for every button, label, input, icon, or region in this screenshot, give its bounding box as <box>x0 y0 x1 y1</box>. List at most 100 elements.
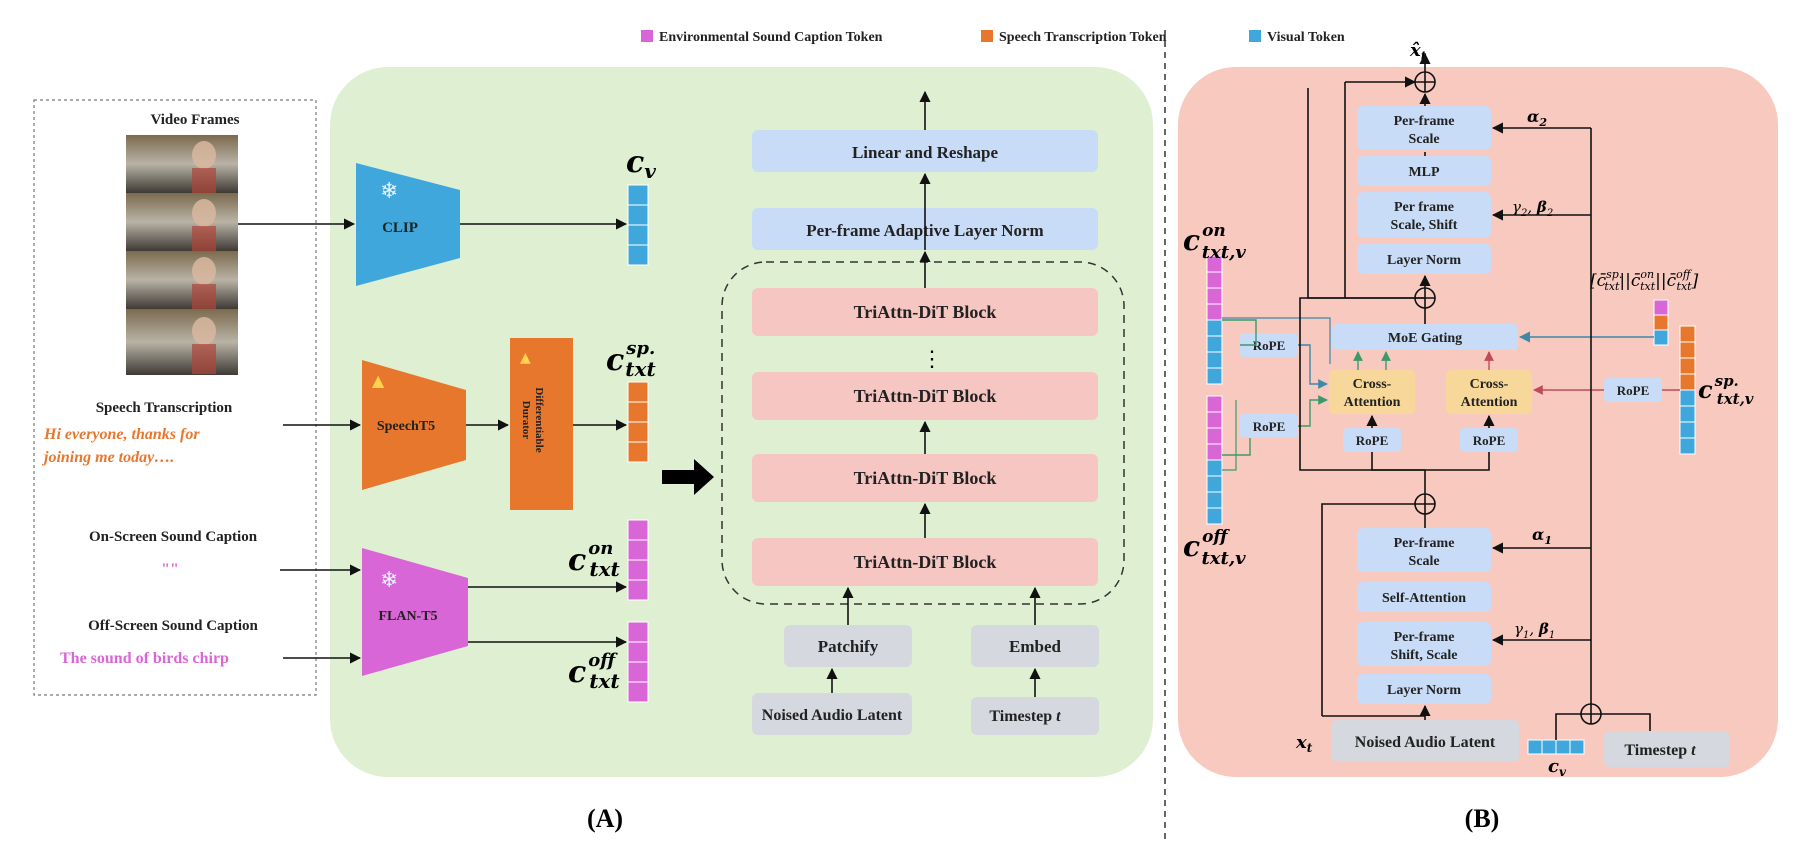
speech-text-line2: joining me today…. <box>41 449 174 466</box>
moe-gating-block <box>1332 324 1518 350</box>
cross-attention-left-a: Cross- <box>1353 377 1392 392</box>
linear-reshape-block <box>752 130 1098 172</box>
dit-block-2-label: TriAttn-DiT Block <box>854 386 997 406</box>
offscreen-token-stack-b <box>1206 395 1223 525</box>
per-frame-scale-shift-a: Per frame <box>1394 200 1454 215</box>
mlp-block <box>1357 156 1491 186</box>
input-box <box>33 99 317 696</box>
dit-block-4-label: TriAttn-DiT Block <box>854 552 997 572</box>
video-frame <box>126 251 238 309</box>
noised-latent-b-label: Noised Audio Latent <box>1355 734 1496 751</box>
layer-norm-block <box>1357 244 1491 274</box>
per-frame-scale-shift-b: Scale, Shift <box>1391 218 1458 233</box>
panel-b: x̂t Per-frame Scale MLP Per frame Scale,… <box>1178 40 1778 833</box>
cross-attention-left <box>1329 370 1415 414</box>
snowflake-icon: ❄ <box>380 179 398 204</box>
rope-right-label: RoPE <box>1617 383 1650 398</box>
per-frame-scale-shift-block <box>1357 192 1491 238</box>
timestep-b-label: Timestep t <box>1624 742 1696 759</box>
offscreen-caption-value: The sound of birds chirp <box>60 650 229 667</box>
dit-block-1 <box>752 288 1098 336</box>
layer-norm-label: Layer Norm <box>1387 253 1461 268</box>
video-frame <box>126 193 238 251</box>
legend-swatch-visual <box>1249 30 1261 42</box>
fire-icon: ▲ <box>520 350 531 366</box>
rope-mid-left-label: RoPE <box>1356 433 1389 448</box>
cross-attention-right <box>1446 370 1532 414</box>
video-frame <box>126 309 238 375</box>
video-frame <box>126 135 238 193</box>
onscreen-token-stack-b <box>1206 255 1223 385</box>
speecht5-encoder <box>362 360 466 490</box>
speech-transcription-title: Speech Transcription <box>96 400 233 416</box>
legend-label-env: Environmental Sound Caption Token <box>659 30 883 45</box>
visual-token-row <box>1527 739 1585 755</box>
timestep-b-block <box>1604 731 1730 767</box>
panel-a: Video Frames Speech Transcription Hi eve… <box>33 67 1153 833</box>
noised-latent-b-block <box>1331 720 1519 762</box>
layer-norm-2-block <box>1357 674 1491 704</box>
legend-swatch-env <box>641 30 653 42</box>
durator-label-1: Differentiable <box>533 387 545 452</box>
speech-text-line1: Hi everyone, thanks for <box>43 426 200 443</box>
rope-left-top-label: RoPE <box>1253 338 1286 353</box>
rope-right <box>1604 378 1662 402</box>
big-right-arrow <box>662 459 714 495</box>
offscreen-caption-title: Off-Screen Sound Caption <box>88 618 258 634</box>
rope-mid-right <box>1460 428 1518 452</box>
noised-latent-label: Noised Audio Latent <box>762 707 903 724</box>
speech-token-stack <box>627 381 649 463</box>
fire-icon: ▲ <box>372 371 385 390</box>
clip-label: CLIP <box>382 220 418 236</box>
self-attention-block <box>1357 582 1491 612</box>
per-frame-scale-1-block <box>1357 528 1491 572</box>
dit-block-3-label: TriAttn-DiT Block <box>854 468 997 488</box>
moe-gating-label: MoE Gating <box>1388 331 1462 346</box>
video-frames-stack <box>126 135 238 375</box>
onscreen-token-stack <box>627 519 649 601</box>
dit-block-1-label: TriAttn-DiT Block <box>854 302 997 322</box>
legend-label-speech: Speech Transcription Token <box>999 30 1167 45</box>
per-frame-shift-scale-block <box>1357 622 1491 666</box>
dit-block-4 <box>752 538 1098 586</box>
dit-block-2 <box>752 372 1098 420</box>
vdots: ⋮ <box>921 347 943 372</box>
onscreen-caption-value: "" <box>161 561 179 578</box>
clip-encoder <box>356 163 460 286</box>
gating-token-stack <box>1653 299 1669 346</box>
legend-swatch-speech <box>981 30 993 42</box>
mlp-label: MLP <box>1408 165 1440 180</box>
per-frame-scale-2-a: Per-frame <box>1394 114 1455 129</box>
panel-b-label: (B) <box>1465 804 1500 833</box>
snowflake-icon: ❄ <box>380 568 398 593</box>
dit-block-3 <box>752 454 1098 502</box>
per-frame-scale-1-b: Scale <box>1408 554 1439 569</box>
rope-left-top <box>1240 333 1298 357</box>
timestep-block <box>971 697 1099 735</box>
noised-latent-block <box>752 693 912 735</box>
embed-label: Embed <box>1009 637 1062 656</box>
per-frame-shift-scale-a: Per-frame <box>1394 630 1455 645</box>
onscreen-caption-title: On-Screen Sound Caption <box>89 529 258 545</box>
panel-a-label: (A) <box>587 804 623 833</box>
panel-b-background <box>1178 67 1778 777</box>
rope-mid-right-label: RoPE <box>1473 433 1506 448</box>
per-frame-shift-scale-b: Shift, Scale <box>1391 648 1458 663</box>
rope-left-bottom-label: RoPE <box>1253 419 1286 434</box>
visual-token-stack <box>627 184 649 266</box>
per-frame-scale-1-a: Per-frame <box>1394 536 1455 551</box>
flant5-encoder <box>362 548 468 676</box>
embed-block <box>971 625 1099 667</box>
video-frames-title: Video Frames <box>150 112 239 128</box>
cross-attention-right-b: Attention <box>1461 395 1518 410</box>
legend: Environmental Sound Caption Token Speech… <box>641 30 1345 45</box>
self-attention-label: Self-Attention <box>1382 591 1466 606</box>
speech-token-stack-b <box>1679 325 1696 455</box>
offscreen-token-stack <box>627 621 649 703</box>
linear-reshape-label: Linear and Reshape <box>852 143 999 162</box>
speecht5-label: SpeechT5 <box>377 419 435 434</box>
